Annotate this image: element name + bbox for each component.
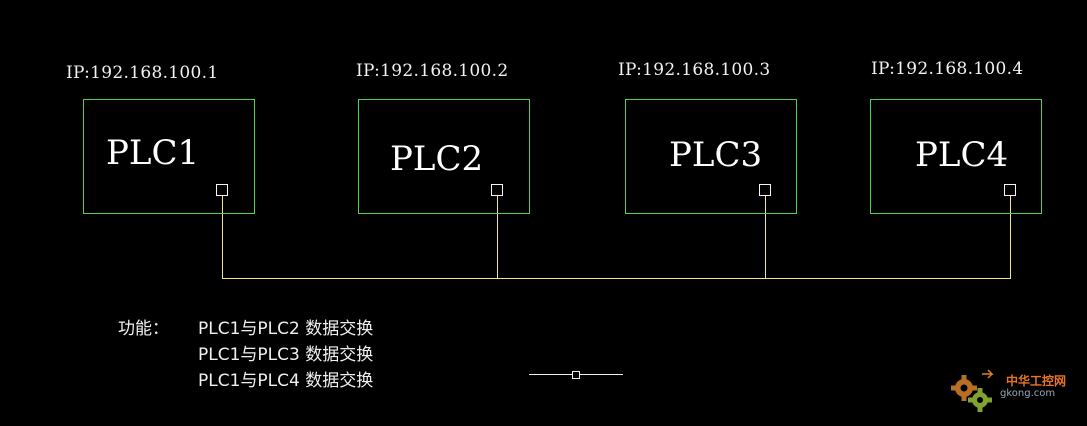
function-title: 功能： <box>118 319 169 339</box>
plc-box-plc3[interactable] <box>625 99 797 214</box>
ip-label-plc4: IP:192.168.100.4 <box>871 59 1024 79</box>
ip-label-plc1: IP:192.168.100.1 <box>66 63 219 83</box>
plc-name-plc3: PLC3 <box>669 135 763 175</box>
plc-box-plc1[interactable] <box>83 99 255 214</box>
function-item: PLC1与PLC2 数据交换 <box>198 319 374 339</box>
port-plc3 <box>759 184 771 196</box>
legend-port-symbol <box>572 371 580 379</box>
port-plc4 <box>1004 184 1016 196</box>
ip-label-plc3: IP:192.168.100.3 <box>618 60 771 80</box>
plc-name-plc1: PLC1 <box>106 133 200 173</box>
plc-box-plc4[interactable] <box>870 99 1042 214</box>
function-item: PLC1与PLC3 数据交换 <box>198 345 374 365</box>
port-plc2 <box>491 184 503 196</box>
port-plc1 <box>216 184 228 196</box>
plc-name-plc4: PLC4 <box>915 135 1009 175</box>
watermark: 中华工控网 gkong.com <box>948 368 1078 416</box>
function-item: PLC1与PLC4 数据交换 <box>198 371 374 391</box>
plc-name-plc2: PLC2 <box>390 139 484 179</box>
watermark-url: gkong.com <box>1000 388 1056 399</box>
ip-label-plc2: IP:192.168.100.2 <box>356 61 509 81</box>
plc-box-plc2[interactable] <box>358 99 530 214</box>
watermark-brand: 中华工控网 <box>1006 374 1067 388</box>
gear-logo-icon <box>951 369 994 412</box>
